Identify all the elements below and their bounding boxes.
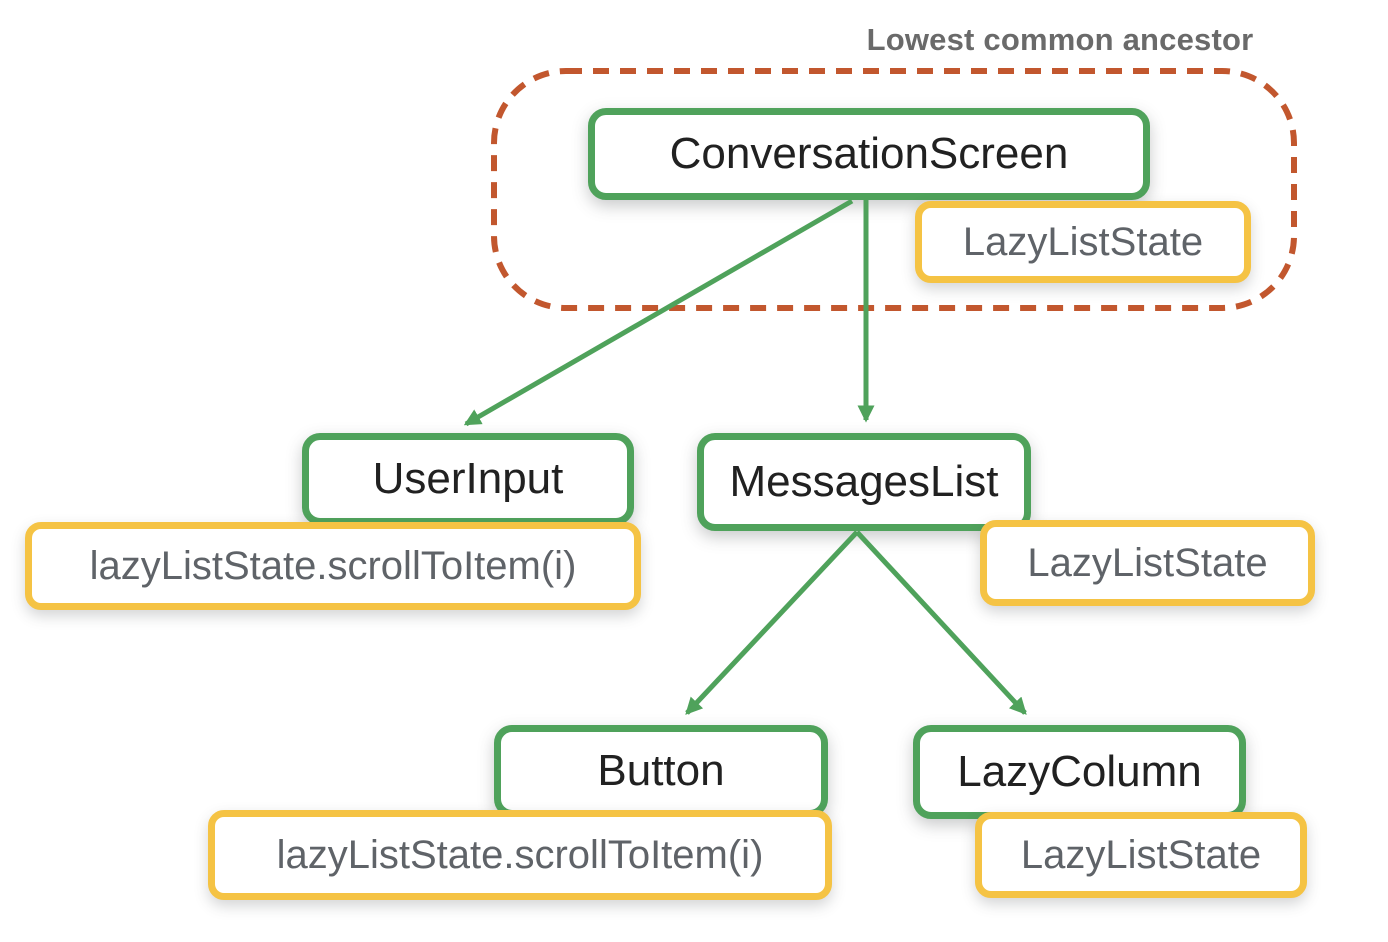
node-button: Button bbox=[494, 725, 828, 817]
lowest-common-ancestor-label: Lowest common ancestor bbox=[866, 22, 1254, 57]
call-badge-user-input: lazyListState.scrollToItem(i) bbox=[25, 522, 641, 610]
state-badge-messages-list-label: LazyListState bbox=[1027, 540, 1268, 585]
state-badge-conversation-screen-label: LazyListState bbox=[962, 219, 1204, 264]
call-badge-button: lazyListState.scrollToItem(i) bbox=[208, 810, 832, 900]
node-messages-list-label: MessagesList bbox=[729, 457, 999, 506]
edge-conversation-to-user-input bbox=[463, 198, 854, 427]
node-lazy-column: LazyColumn bbox=[913, 725, 1246, 819]
call-badge-button-label: lazyListState.scrollToItem(i) bbox=[276, 832, 764, 877]
state-badge-lazy-column: LazyListState bbox=[975, 812, 1307, 898]
node-user-input: UserInput bbox=[302, 433, 634, 525]
node-user-input-label: UserInput bbox=[372, 454, 564, 503]
node-lazy-column-label: LazyColumn bbox=[957, 747, 1202, 796]
node-conversation-screen-label: ConversationScreen bbox=[669, 129, 1069, 178]
node-button-label: Button bbox=[597, 746, 725, 795]
state-badge-messages-list: LazyListState bbox=[980, 520, 1315, 606]
node-conversation-screen: ConversationScreen bbox=[588, 108, 1150, 200]
state-badge-conversation-screen: LazyListState bbox=[915, 201, 1251, 283]
node-messages-list: MessagesList bbox=[697, 433, 1031, 531]
state-badge-lazy-column-label: LazyListState bbox=[1020, 832, 1262, 877]
edge-messages-list-to-button bbox=[685, 530, 859, 715]
call-badge-user-input-label: lazyListState.scrollToItem(i) bbox=[89, 543, 577, 588]
